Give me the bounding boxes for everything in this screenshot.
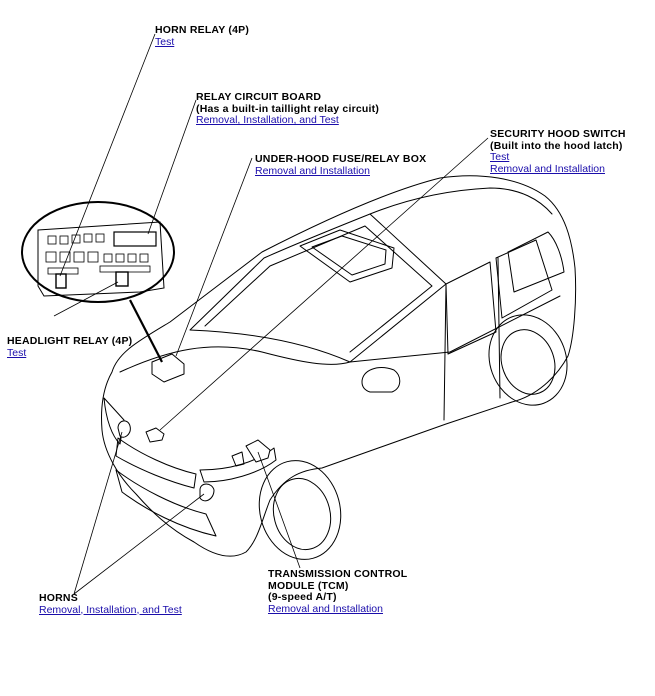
rear-wheel [500,329,556,395]
headlight-right [199,447,277,483]
relay-board-title: RELAY CIRCUIT BOARD [196,91,322,103]
relay-board-in-inset [113,231,157,247]
tcm-title-line-2: MODULE (TCM) [268,579,349,592]
security-switch-test-link[interactable]: Test [490,151,510,163]
relay-board-link[interactable]: Removal, Installation, and Test [196,114,339,126]
rear-wheel-arch [488,314,568,406]
fuse-box-inset [21,201,175,303]
leader-underhood-box [175,157,253,357]
horn-relay-test-link[interactable]: Test [155,35,175,48]
leader-security-switch [159,137,489,431]
underhood-box-link[interactable]: Removal and Installation [255,164,370,177]
leader-horns-left [73,431,123,595]
relay-board-subtitle: (Has a built-in taillight relay circuit) [196,102,380,115]
inset-box [37,221,165,297]
tcm-title-line-3: (9-speed A/T) [268,591,337,603]
windshield-inner [204,225,433,353]
door-line-2 [497,257,501,399]
leader-headlight-relay [53,281,119,317]
leader-relay-board [147,99,197,235]
security-switch-subtitle: (Built into the hood latch) [490,139,623,152]
side-mirror [361,367,401,393]
horn-relay-in-inset [55,273,67,289]
inset-frame [21,201,175,303]
headlight-left [103,397,125,445]
front-wheel-arch [258,460,342,560]
security-switch-title: SECURITY HOOD SWITCH [490,128,626,140]
horns-title: HORNS [39,592,78,604]
tcm-link[interactable]: Removal and Installation [268,602,383,615]
underhood-fuse-box [151,353,185,383]
hood-latch [145,427,165,443]
security-switch-removal-link[interactable]: Removal and Installation [490,162,605,175]
rear-side-window [495,239,553,319]
horns-link[interactable]: Removal, Installation, and Test [39,603,182,616]
horns-callout: HORNS Removal, Installation, and Test [39,592,182,616]
horn-right [199,483,215,502]
tcm-callout: TRANSMISSION CONTROL MODULE (TCM) (9-spe… [268,568,408,615]
tcm-bracket [231,451,245,467]
headlight-relay-test-link[interactable]: Test [7,346,27,359]
quarter-window [507,231,565,293]
horn-relay-title: HORN RELAY (4P) [155,24,250,36]
front-side-window [445,261,497,355]
windshield [189,213,447,363]
leader-inset-to-box [129,299,163,363]
hood-line [119,346,351,373]
tcm-module [245,439,271,463]
roof-line [369,187,553,215]
leader-horns-right [73,493,205,595]
lower-bumper [115,469,217,537]
vehicle-body-outline [101,175,577,557]
headlight-relay-in-inset [115,271,129,287]
sunroof-inner [311,235,387,276]
headlight-relay-title: HEADLIGHT RELAY (4P) [7,335,133,347]
leader-tcm [257,451,301,569]
underhood-box-callout: UNDER-HOOD FUSE/RELAY BOX Removal and In… [255,153,427,177]
grille [115,437,197,489]
sunroof [299,229,395,283]
underhood-box-title: UNDER-HOOD FUSE/RELAY BOX [255,153,427,165]
horn-left [117,420,131,438]
horn-relay-callout: HORN RELAY (4P) Test [155,24,250,48]
front-wheel [272,477,332,551]
headlight-relay-callout: HEADLIGHT RELAY (4P) Test [7,335,133,359]
leader-horn-relay [59,33,156,277]
belt-line [349,295,561,363]
tcm-title-line-1: TRANSMISSION CONTROL [268,568,408,580]
relay-board-callout: RELAY CIRCUIT BOARD (Has a built-in tail… [196,91,380,127]
security-switch-callout: SECURITY HOOD SWITCH (Built into the hoo… [490,128,626,175]
